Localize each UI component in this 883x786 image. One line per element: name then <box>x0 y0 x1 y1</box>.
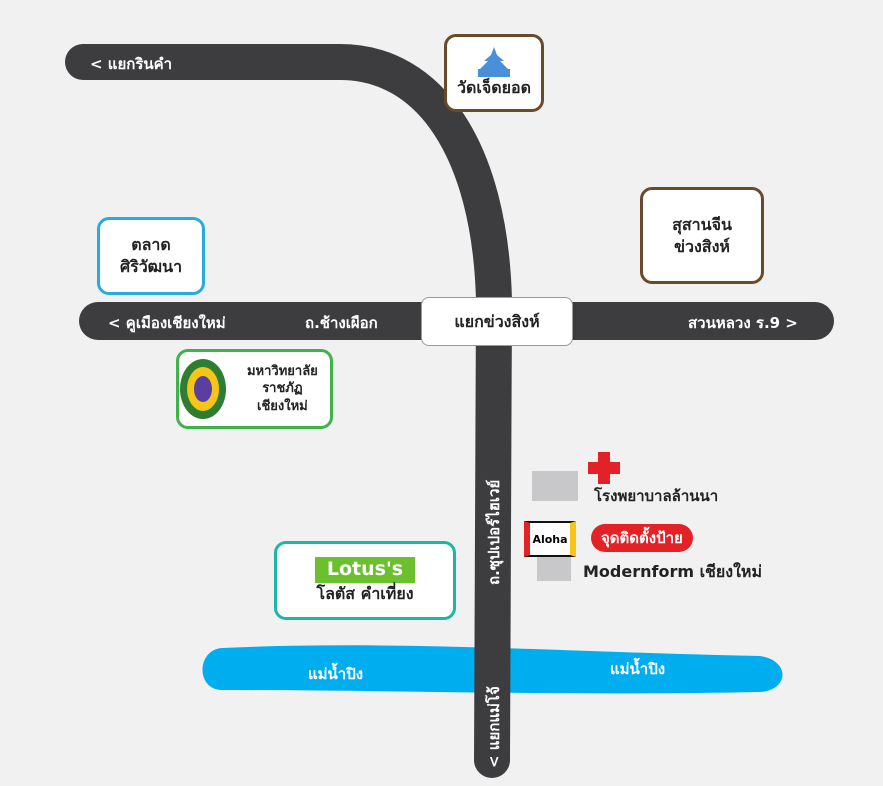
market-box: ตลาด ศิริวัฒนา <box>97 217 205 295</box>
university-box: มหาวิทยาลัย ราชภัฏ เชียงใหม่ <box>176 349 333 429</box>
road-rin-kham <box>65 44 513 778</box>
university-name: มหาวิทยาลัย ราชภัฏ เชียงใหม่ <box>235 363 330 416</box>
lotus-box: Lotus's โลตัส คำเที่ยง <box>274 541 456 620</box>
cemetery-box: สุสานจีน ข่วงสิงห์ <box>640 187 764 284</box>
river-label-right: แม่น้ำปิง <box>610 660 666 678</box>
modernform-label: Modernform เชียงใหม่ <box>583 562 763 581</box>
university-line2: ราชภัฏ เชียงใหม่ <box>257 381 308 414</box>
road-label-superhighway: ถ.ซุปเปอร์ไฮเวย์ <box>485 479 503 585</box>
market-line2: ศิริวัฒนา <box>119 257 183 276</box>
wat-chet-yot-box: วัดเจ็ดยอด <box>444 34 544 112</box>
road-label-south: < แยกแม่โจ้ <box>485 686 503 768</box>
road-label-rin-kham: < แยกรินคำ <box>90 55 173 73</box>
intersection-text: แยกข่วงสิงห์ <box>454 311 540 331</box>
intersection-label: แยกข่วงสิงห์ <box>421 297 573 346</box>
lotus-logo: Lotus's <box>314 556 416 583</box>
university-line1: มหาวิทยาลัย <box>246 363 318 379</box>
wat-name: วัดเจ็ดยอด <box>457 78 531 98</box>
hospital-building <box>532 471 578 501</box>
road-label-chang-phueak: ถ.ช้างเผือก <box>305 314 378 332</box>
modernform-building <box>537 555 571 581</box>
aloha-logo-text: Aloha <box>532 532 568 546</box>
lotus-name: โลตัส คำเที่ยง <box>316 583 414 603</box>
road-label-west: < คูเมืองเชียงใหม่ <box>108 314 226 332</box>
cemetery-line1: สุสานจีน <box>672 214 732 234</box>
cemetery-line2: ข่วงสิงห์ <box>674 236 730 256</box>
river-label-left: แม่น้ำปิง <box>308 665 364 683</box>
cross-icon <box>588 452 620 484</box>
install-point-badge: จุดติดตั้งป้าย <box>591 524 693 552</box>
aloha-logo: Aloha <box>524 521 576 557</box>
market-line1: ตลาด <box>131 235 171 255</box>
temple-icon <box>478 47 510 78</box>
hospital-label: โรงพยาบาลล้านนา <box>594 487 719 505</box>
road-label-east: สวนหลวง ร.9 > <box>688 314 798 332</box>
university-seal-icon <box>180 359 226 419</box>
